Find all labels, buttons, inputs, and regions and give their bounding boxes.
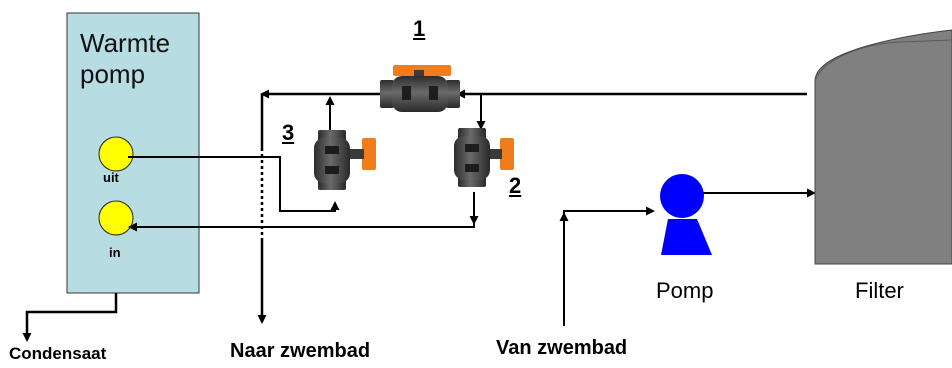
valve-3-icon (314, 130, 376, 190)
outlet-port-label: uit (103, 170, 119, 185)
valve-2-number: 2 (509, 173, 522, 198)
filter-tank (814, 29, 952, 265)
valve-3-number: 3 (282, 120, 295, 145)
heat-pump-title-line-1: Warmte (80, 28, 171, 58)
pump-label: Pomp (656, 278, 714, 303)
outlet-pipe (128, 156, 340, 212)
inlet-port (98, 200, 134, 236)
pump-icon (660, 174, 712, 255)
from-pool-pipe (563, 206, 655, 326)
valve-1-number: 1 (413, 16, 426, 41)
heat-pump-title-line-2: pomp (80, 59, 146, 89)
valve-2-icon (454, 128, 514, 187)
outlet-port (98, 136, 134, 172)
valve-1-icon (380, 65, 460, 112)
condensate-drain-pipe (22, 293, 118, 342)
from-pool-label: Van zwembad (496, 337, 628, 359)
condensate-label: Condensaat (9, 344, 107, 363)
heat-pump-title: Warmte pomp (80, 28, 170, 90)
filter-label: Filter (855, 278, 904, 303)
to-pool-label: Naar zwembad (230, 340, 371, 362)
inlet-port-label: in (109, 245, 121, 260)
